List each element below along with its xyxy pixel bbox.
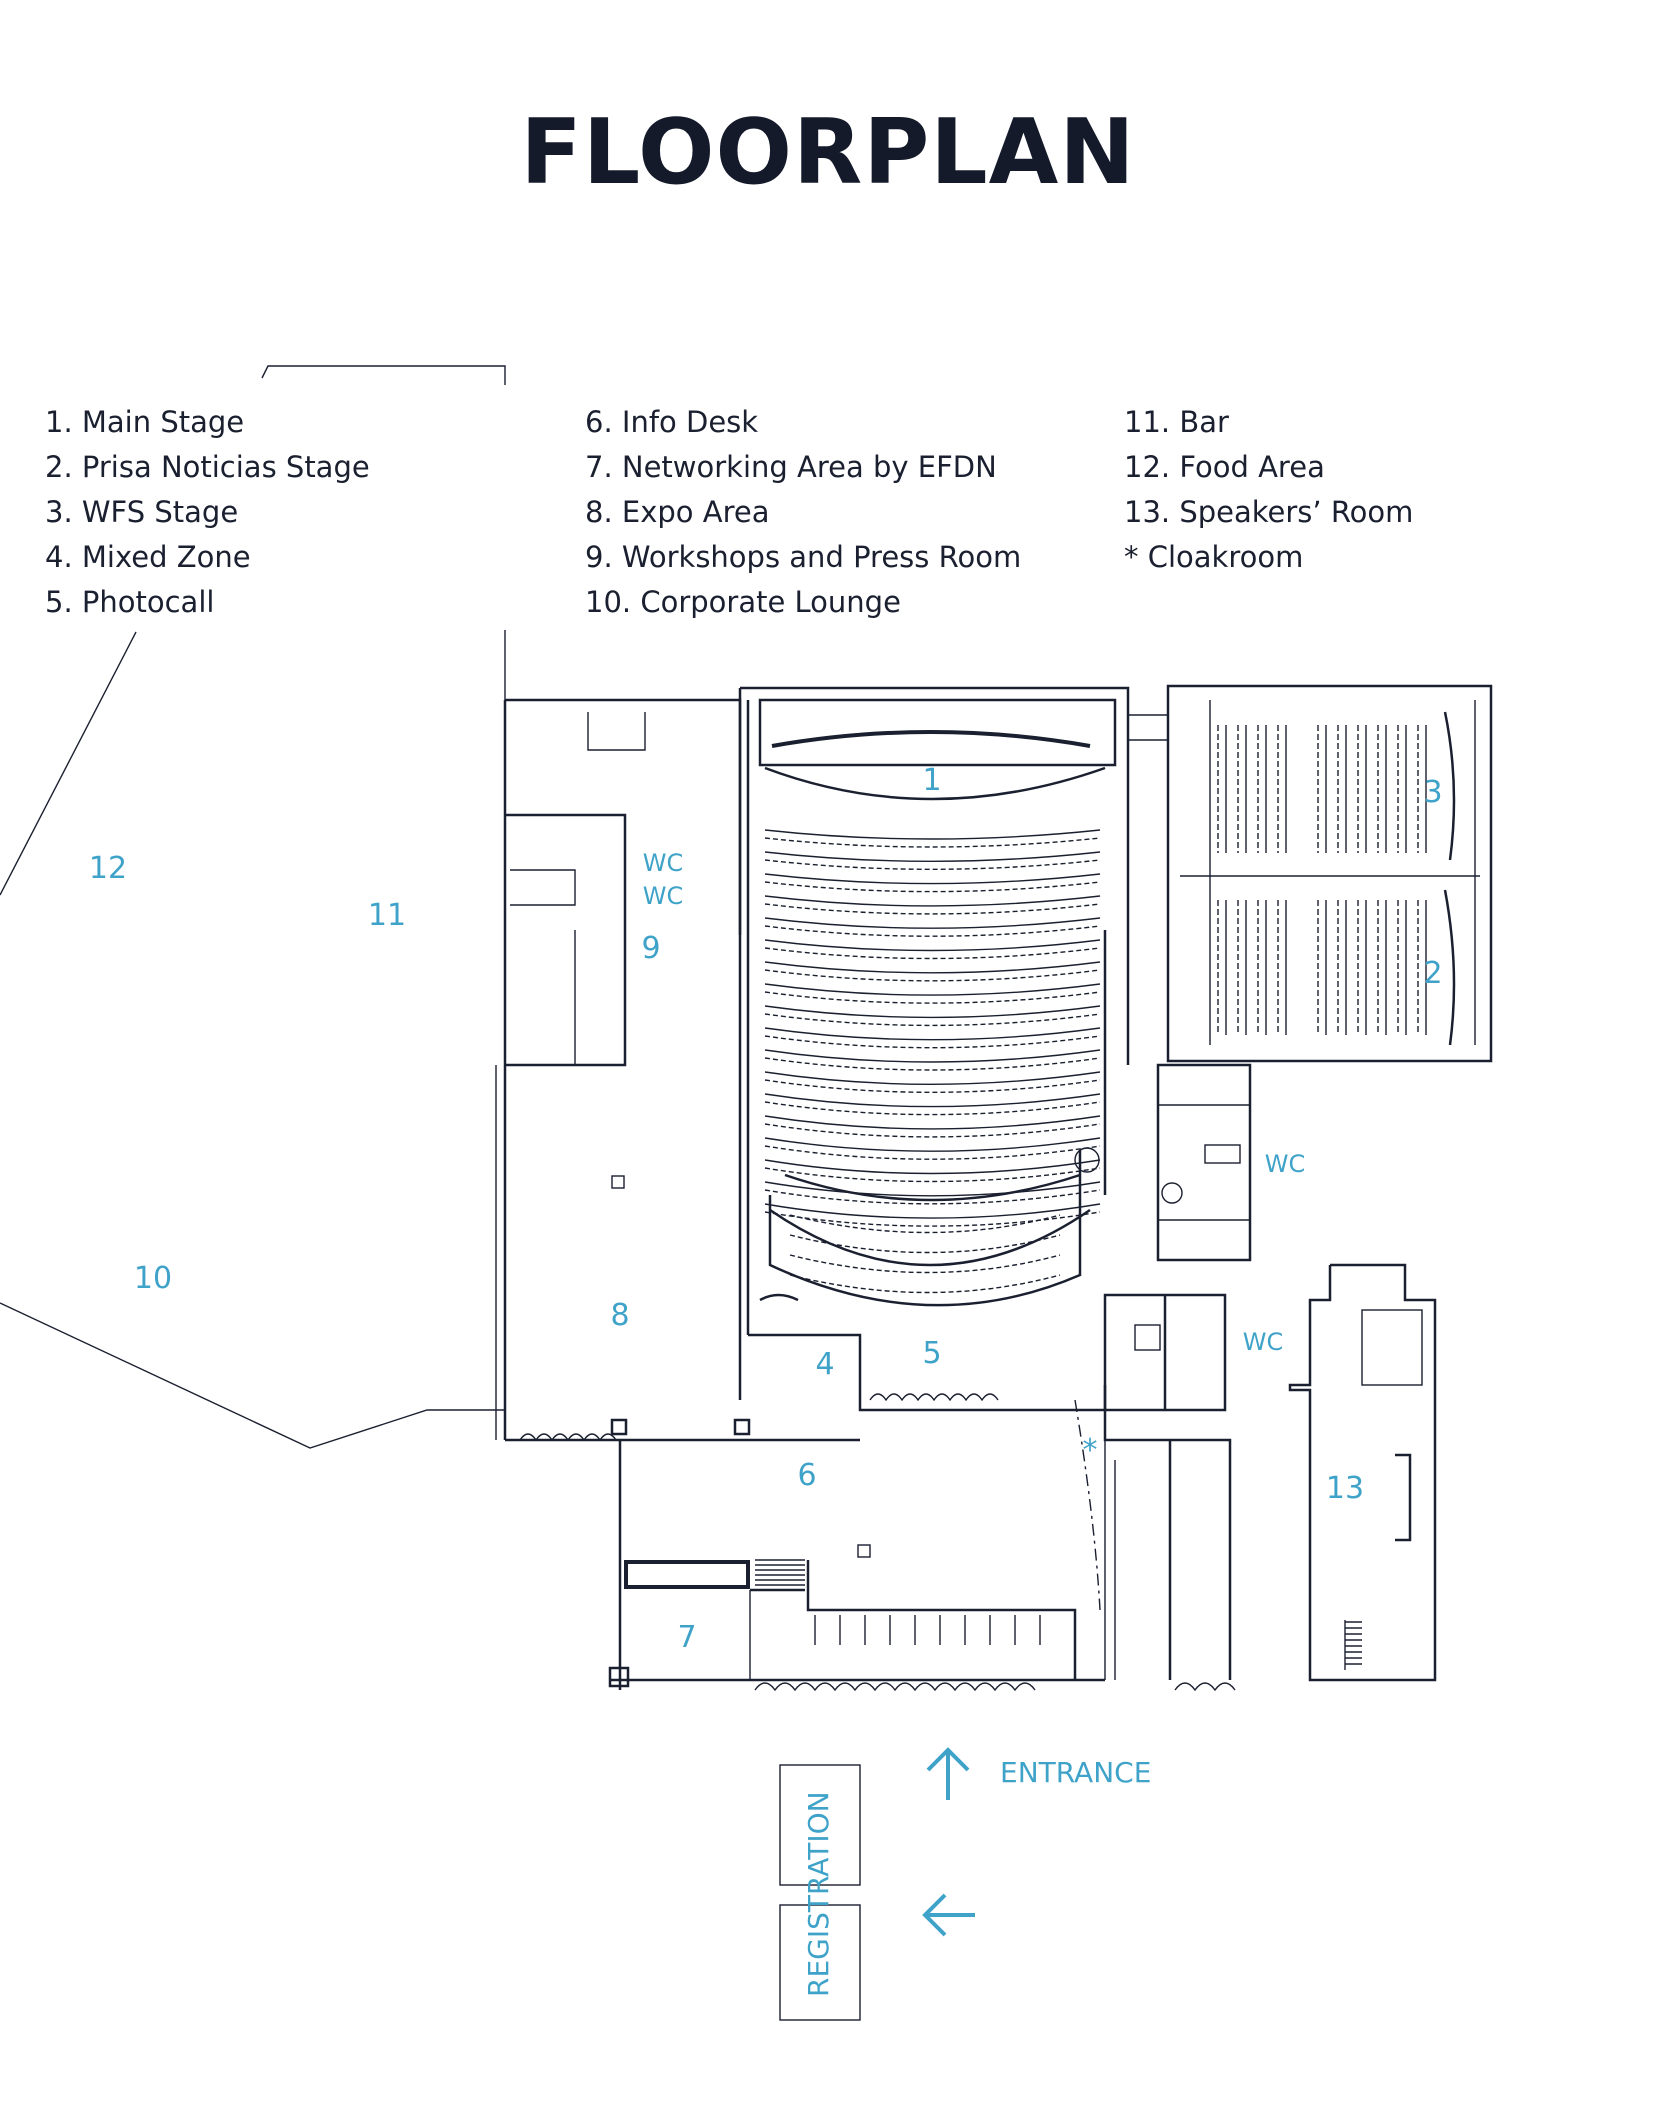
registration-label: REGISTRATION xyxy=(802,1791,835,1997)
legend-item: 13. Speakers’ Room xyxy=(1124,495,1414,529)
seat-row xyxy=(764,917,1101,929)
seat-row xyxy=(764,859,1101,870)
lower-hall xyxy=(608,1333,1236,1692)
seat-row xyxy=(789,1274,1061,1294)
seat-row xyxy=(764,1167,1101,1183)
legend-column-1: 1. Main Stage 2. Prisa Noticias Stage 3.… xyxy=(45,400,370,625)
seat-row xyxy=(764,1057,1101,1071)
arrow-up-icon xyxy=(926,1747,970,1800)
seat-row xyxy=(764,939,1101,952)
legend-item: 6. Info Desk xyxy=(585,405,759,439)
seat-row xyxy=(764,1123,1101,1138)
seat-row xyxy=(764,1159,1101,1175)
seat-row xyxy=(764,873,1101,885)
seat-row xyxy=(789,1254,1061,1274)
seat-row xyxy=(764,903,1101,915)
seat-row xyxy=(764,947,1101,960)
legend-item: 12. Food Area xyxy=(1124,450,1325,484)
wc-label: WC xyxy=(1265,1150,1306,1178)
area-label-12: 12 xyxy=(89,851,127,886)
seat-row xyxy=(764,1203,1101,1219)
area-label-10: 10 xyxy=(134,1261,172,1296)
legend-item: * Cloakroom xyxy=(1124,540,1304,574)
seat-row xyxy=(764,991,1101,1004)
wc-label: WC xyxy=(643,882,684,910)
legend-item: 9. Workshops and Press Room xyxy=(585,540,1022,574)
legend-item: 4. Mixed Zone xyxy=(45,540,251,574)
seat-row xyxy=(764,1071,1101,1085)
area-label-2: 2 xyxy=(1423,956,1442,991)
area-label-5: 5 xyxy=(922,1336,941,1371)
page-title: FLOORPLAN xyxy=(520,100,1136,205)
seat-row xyxy=(764,925,1101,937)
registration-desk xyxy=(779,1764,861,2021)
side-theatres xyxy=(1128,684,1493,1063)
seat-row xyxy=(764,837,1101,848)
arrow-left-icon xyxy=(922,1893,975,1937)
seat-row xyxy=(764,829,1101,840)
legend-column-3: 11. Bar 12. Food Area 13. Speakers’ Room… xyxy=(1124,400,1413,580)
legend-item: 2. Prisa Noticias Stage xyxy=(45,450,370,484)
seat-row xyxy=(764,1093,1101,1108)
seat-row xyxy=(764,1035,1101,1049)
seat-row xyxy=(764,1013,1101,1027)
seat-row xyxy=(764,1101,1101,1116)
area-label-1: 1 xyxy=(922,763,941,798)
seat-row xyxy=(764,1079,1101,1093)
area-label-8: 8 xyxy=(610,1298,629,1333)
seat-row xyxy=(764,1211,1101,1227)
seat-row xyxy=(764,1115,1101,1130)
wc-label: WC xyxy=(643,849,684,877)
seat-row xyxy=(764,1005,1101,1019)
speakers-room xyxy=(1288,1263,1437,1682)
area-label-6: 6 xyxy=(797,1458,816,1493)
seat-row xyxy=(764,1137,1101,1152)
legend-item: 8. Expo Area xyxy=(585,495,770,529)
seat-row xyxy=(764,1049,1101,1063)
legend-item: 5. Photocall xyxy=(45,585,215,619)
service-rooms xyxy=(1074,1063,1252,1680)
area-label-13: 13 xyxy=(1326,1471,1364,1506)
area-label-7: 7 xyxy=(677,1620,696,1655)
legend-item: 1. Main Stage xyxy=(45,405,245,439)
seat-row xyxy=(764,1027,1101,1041)
wc-label: WC xyxy=(1243,1328,1284,1356)
tent-outline xyxy=(0,365,506,1449)
main-auditorium xyxy=(738,686,1130,1400)
legend-item: 11. Bar xyxy=(1124,405,1229,439)
seat-row xyxy=(764,851,1101,862)
seat-row xyxy=(764,881,1101,893)
area-label-3: 3 xyxy=(1423,775,1442,810)
seat-row xyxy=(764,961,1101,974)
area-label-11: 11 xyxy=(368,898,406,933)
seat-row xyxy=(764,969,1101,982)
entrance-label: ENTRANCE xyxy=(1000,1756,1151,1789)
legend-column-2: 6. Info Desk 7. Networking Area by EFDN … xyxy=(585,400,1021,625)
seat-row xyxy=(764,983,1101,996)
cloakroom-label: * xyxy=(1083,1433,1098,1468)
legend-item: 3. WFS Stage xyxy=(45,495,239,529)
area-label-4: 4 xyxy=(815,1347,834,1382)
seat-row xyxy=(764,1189,1101,1205)
area-label-9: 9 xyxy=(641,931,660,966)
seat-row xyxy=(764,1145,1101,1160)
seat-row xyxy=(764,1181,1101,1197)
seat-row xyxy=(764,895,1101,907)
legend-item: 10. Corporate Lounge xyxy=(585,585,901,619)
legend-item: 7. Networking Area by EFDN xyxy=(585,450,997,484)
seat-row xyxy=(789,1214,1061,1234)
